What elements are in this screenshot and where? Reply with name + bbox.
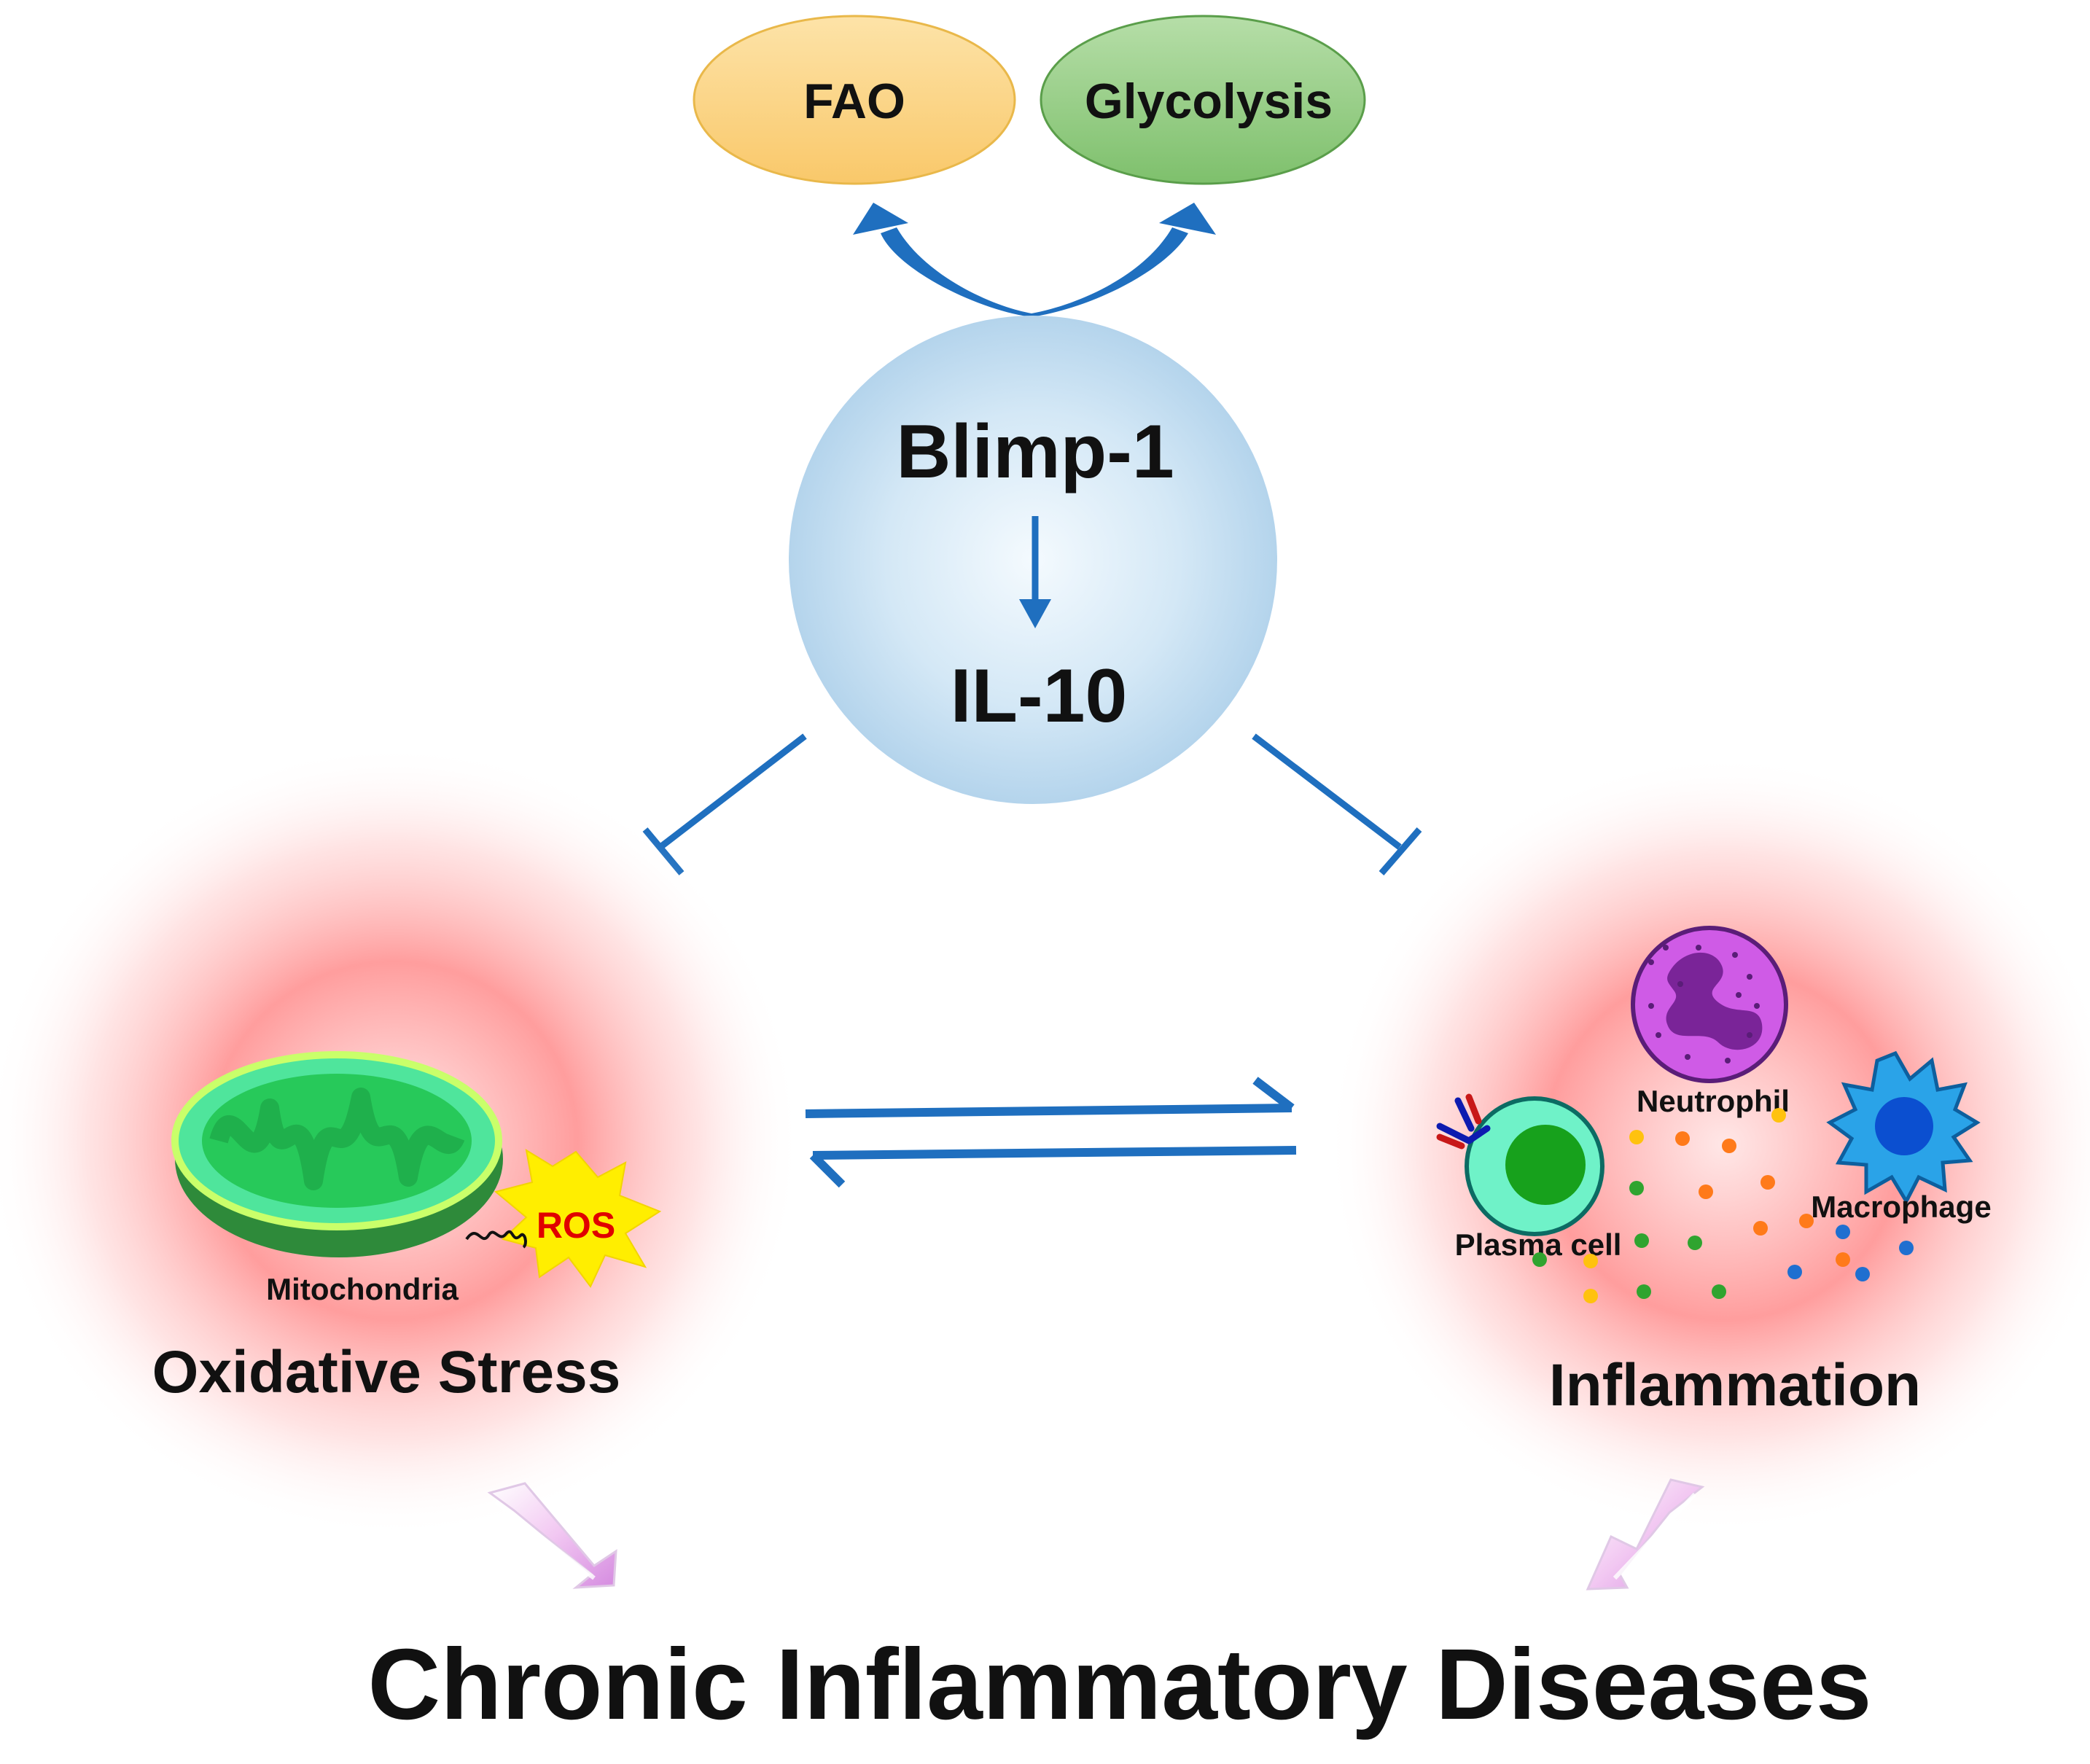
plasma-cell-illustration: Plasma cell: [1436, 1093, 1621, 1262]
neutrophil-illustration: Neutrophil: [1631, 926, 1790, 1118]
glycolysis-node: Glycolysis: [1040, 15, 1366, 185]
glycolysis-label: Glycolysis: [1085, 74, 1333, 129]
arrow-inflammation-to-disease: [1586, 1478, 1705, 1591]
inhibit-inflammation: [1252, 733, 1422, 875]
arrow-stress-to-disease: [487, 1482, 617, 1589]
fao-node: FAO: [693, 15, 1016, 185]
antibody-icon: [1436, 1093, 1491, 1150]
chronic-inflammatory-diseases-title: Chronic Inflammatory Diseases: [367, 1628, 1871, 1741]
fao-label: FAO: [803, 74, 905, 129]
ros-burst: ROS: [465, 1148, 662, 1288]
oxidative-stress-title: Oxidative Stress: [152, 1339, 621, 1405]
inflammation-glow: [1327, 754, 2090, 1534]
macrophage-label: Macrophage: [1811, 1190, 1991, 1224]
arrowhead-to-fao: [853, 203, 908, 235]
inflammation-title: Inflammation: [1549, 1352, 1921, 1418]
arrowhead-to-glycolysis: [1159, 203, 1216, 235]
damage-squiggle: [465, 1230, 527, 1249]
mitochondria-illustration: Mitochondria: [171, 1051, 503, 1306]
blimp1-label: Blimp-1: [896, 410, 1174, 494]
ros-label: ROS: [537, 1205, 615, 1246]
macrophage-illustration: Macrophage: [1811, 1050, 1992, 1224]
cytokine-particles: [1532, 1108, 1914, 1303]
induces-arrowhead: [1019, 599, 1051, 628]
il10-label: IL-10: [951, 654, 1128, 738]
blimp1-il10-sphere: Blimp-1 IL-10: [789, 316, 1277, 804]
reversible-arrows: [805, 1077, 1297, 1188]
mitochondria-label: Mitochondria: [266, 1272, 459, 1306]
neutrophil-label: Neutrophil: [1637, 1084, 1790, 1118]
metabolism-branch-arrow: [853, 203, 1216, 317]
